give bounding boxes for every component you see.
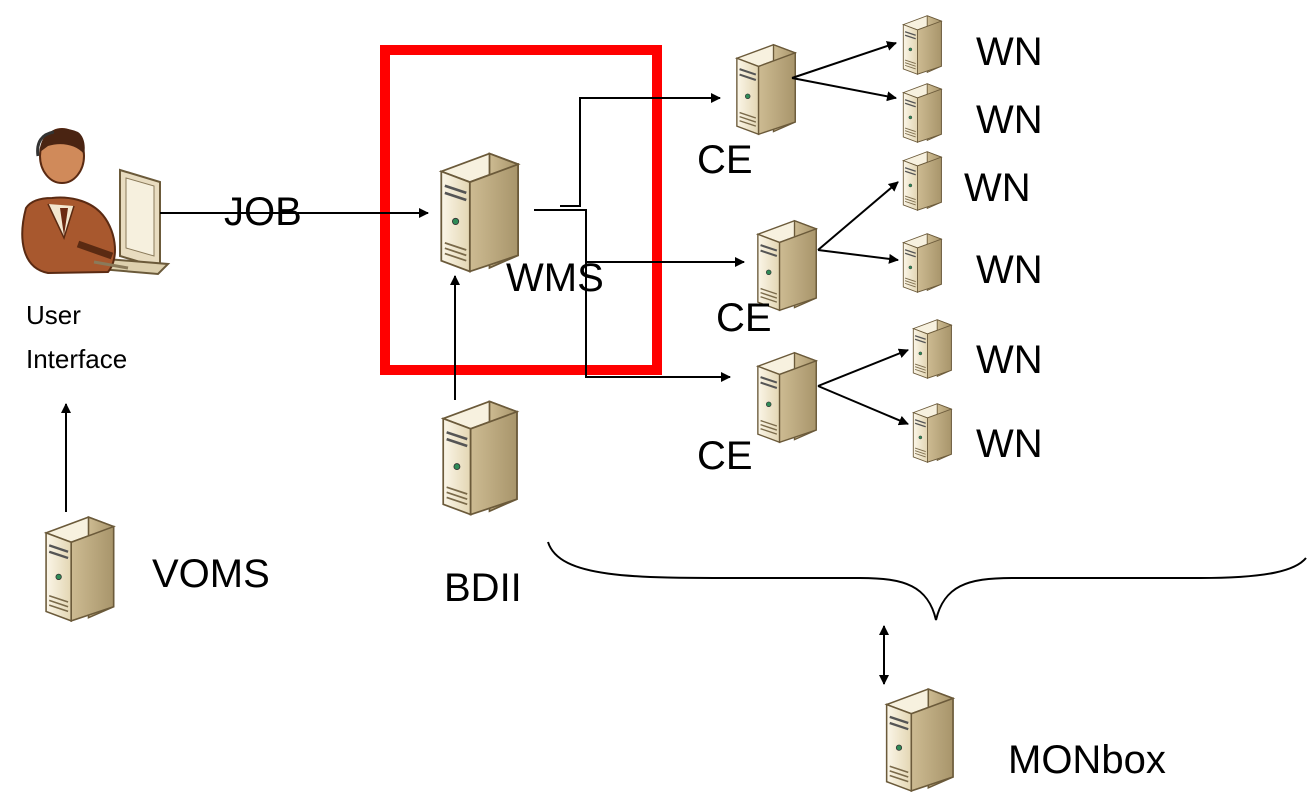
wn-label-1: WN [976,30,1043,74]
wms-server-icon [439,151,520,274]
user-interface-label-line2: Interface [26,344,128,374]
grid-brace [547,541,1307,621]
wms-highlight-box [380,45,662,375]
wn-label-6: WN [976,422,1043,466]
job-label: JOB [224,190,302,234]
ce-label-3: CE [697,434,753,478]
ce-server-icon-1 [735,43,797,136]
monbox-label: MONbox [1008,738,1166,782]
wn-server-icon-4 [902,233,943,293]
wn-server-icon-5 [912,319,953,379]
wn-label-5: WN [976,338,1043,382]
wn-server-icon-2 [902,83,943,143]
arrow-ce3-to-wn5 [817,348,909,387]
line-wms-to-ce-2-3 [534,209,587,378]
arrow-ce1-to-wn1 [791,41,897,79]
wn-server-icon-6 [912,403,953,463]
bdii-server-icon [441,399,519,517]
wn-label-3: WN [964,166,1031,210]
user-at-computer-icon [21,128,171,276]
user-interface-label-line1: User [26,300,81,330]
wn-server-icon-3 [902,151,943,211]
ce-server-icon-3 [756,351,818,444]
arrow-wms-to-ce-1 [560,93,721,207]
voms-label: VOMS [152,552,270,596]
arrow-ce1-to-wn2 [791,77,897,102]
arrow-ce2-to-wn4 [817,249,899,264]
ce-label-2: CE [716,296,772,340]
ce-label-1: CE [697,138,753,182]
wms-label: WMS [506,256,604,300]
wn-label-4: WN [976,248,1043,292]
voms-server-icon [44,515,116,623]
arrow-ce3-to-wn6 [817,385,909,426]
wn-server-icon-1 [902,15,943,75]
wn-label-2: WN [976,98,1043,142]
bdii-label: BDII [444,566,522,610]
monbox-server-icon [885,687,955,793]
arrow-ce2-to-wn3 [817,181,899,251]
